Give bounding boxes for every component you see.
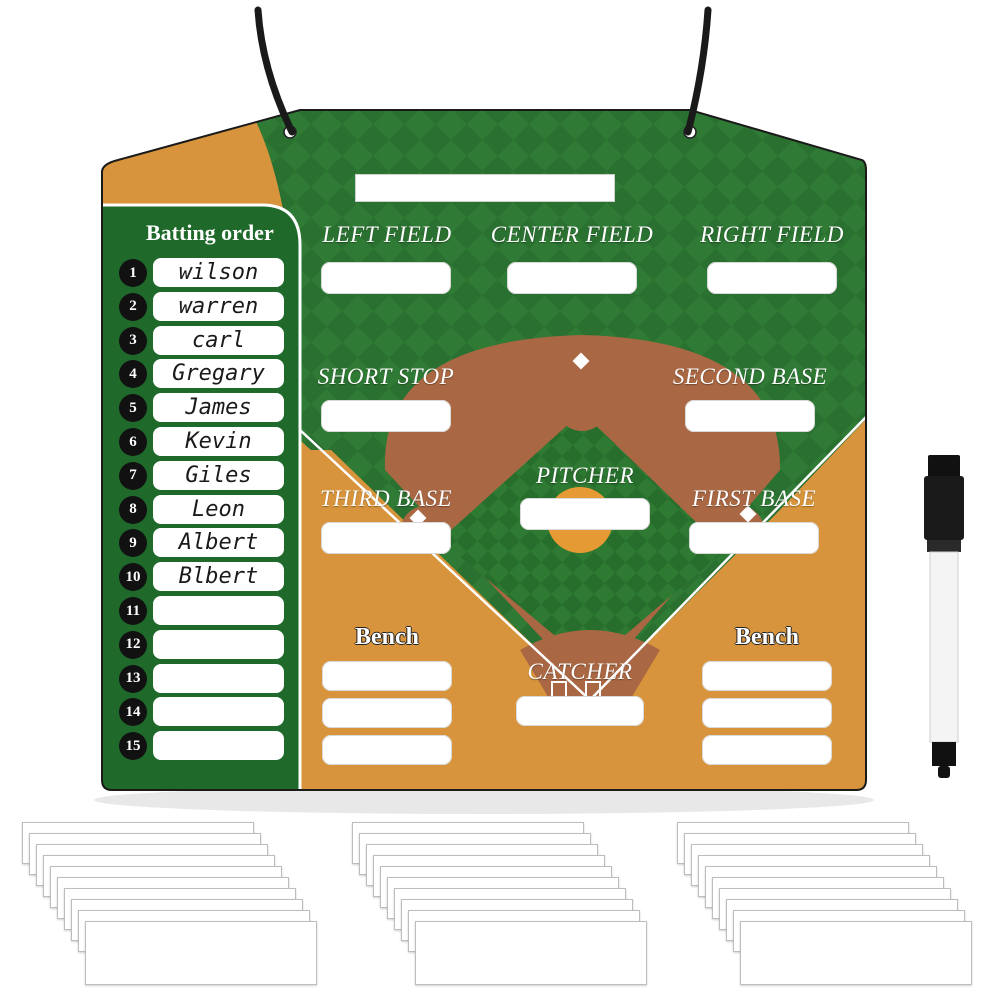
batting-order-title: Batting order [146, 220, 274, 245]
hanging-string-icon [684, 6, 712, 136]
batting-number: 2 [119, 292, 147, 321]
bench-right-slot[interactable] [702, 661, 832, 691]
catcher-label: CATCHER [527, 659, 633, 684]
batting-number: 14 [119, 698, 147, 727]
hanging-string-icon [254, 6, 296, 136]
bench-left-slot[interactable] [322, 698, 452, 728]
foul-territory-right [590, 415, 866, 790]
bench-left-slot[interactable] [322, 735, 452, 765]
bench-right-slot[interactable] [702, 735, 832, 765]
batting-number: 12 [119, 630, 147, 659]
batting-number: 13 [119, 664, 147, 693]
blank-name-card[interactable] [85, 921, 317, 985]
team-name-slot[interactable] [355, 174, 615, 202]
batting-number: 4 [119, 360, 147, 389]
batting-number: 9 [119, 529, 147, 558]
batting-number: 8 [119, 495, 147, 524]
marker-pen-icon [924, 455, 964, 778]
short-stop-slot[interactable] [321, 400, 451, 432]
batting-number: 7 [119, 461, 147, 490]
board-reflection [94, 786, 874, 814]
batting-number: 15 [119, 732, 147, 761]
first-base-slot[interactable] [689, 522, 819, 554]
bench-left-title: Bench [354, 624, 420, 650]
batting-number: 11 [119, 597, 147, 625]
batting-name-slot[interactable]: Leon [153, 494, 284, 524]
bench-right-title: Bench [734, 624, 800, 650]
third-base-slot[interactable] [321, 522, 451, 554]
third-base-label: THIRD BASE [319, 486, 453, 511]
pitcher-label: PITCHER [535, 463, 635, 488]
first-base-label: FIRST BASE [691, 486, 817, 511]
batting-number: 3 [119, 326, 147, 355]
batting-name-slot[interactable]: Gregary [153, 359, 284, 389]
short-stop-label: SHORT STOP [317, 364, 455, 389]
batting-number: 5 [119, 394, 147, 423]
blank-name-card[interactable] [415, 921, 647, 985]
catcher-slot[interactable] [516, 696, 644, 726]
center-field-slot[interactable] [507, 262, 637, 294]
pitcher-slot[interactable] [520, 498, 650, 530]
base-diamond-icon [572, 352, 590, 370]
right-field-label: RIGHT FIELD [700, 222, 844, 247]
batting-name-slot[interactable] [153, 629, 284, 659]
batting-name-slot[interactable]: James [153, 393, 284, 423]
batting-name-slot[interactable]: carl [153, 325, 284, 355]
left-field-slot[interactable] [321, 262, 451, 294]
left-field-label: LEFT FIELD [322, 222, 452, 247]
right-field-slot[interactable] [707, 262, 837, 294]
batting-name-slot[interactable]: warren [153, 291, 284, 321]
batting-name-slot[interactable]: wilson [153, 258, 284, 287]
base-diamond-icon [739, 505, 757, 523]
blank-name-card[interactable] [740, 921, 972, 985]
batting-name-slot[interactable]: Kevin [153, 427, 284, 456]
center-field-label: CENTER FIELD [490, 222, 654, 247]
second-base-label: SECOND BASE [672, 364, 828, 389]
batting-number: 1 [119, 259, 147, 287]
batting-number: 10 [119, 563, 147, 592]
batting-name-slot[interactable] [153, 663, 284, 693]
batting-name-slot[interactable]: Blbert [153, 562, 284, 592]
bench-right-slot[interactable] [702, 698, 832, 728]
batting-name-slot[interactable] [153, 596, 284, 625]
batting-name-slot[interactable]: Albert [153, 528, 284, 558]
batting-name-slot[interactable] [153, 731, 284, 761]
bench-left-slot[interactable] [322, 661, 452, 691]
batting-name-slot[interactable]: Giles [153, 460, 284, 490]
batting-number: 6 [119, 428, 147, 456]
second-base-slot[interactable] [685, 400, 815, 432]
batting-name-slot[interactable] [153, 697, 284, 727]
